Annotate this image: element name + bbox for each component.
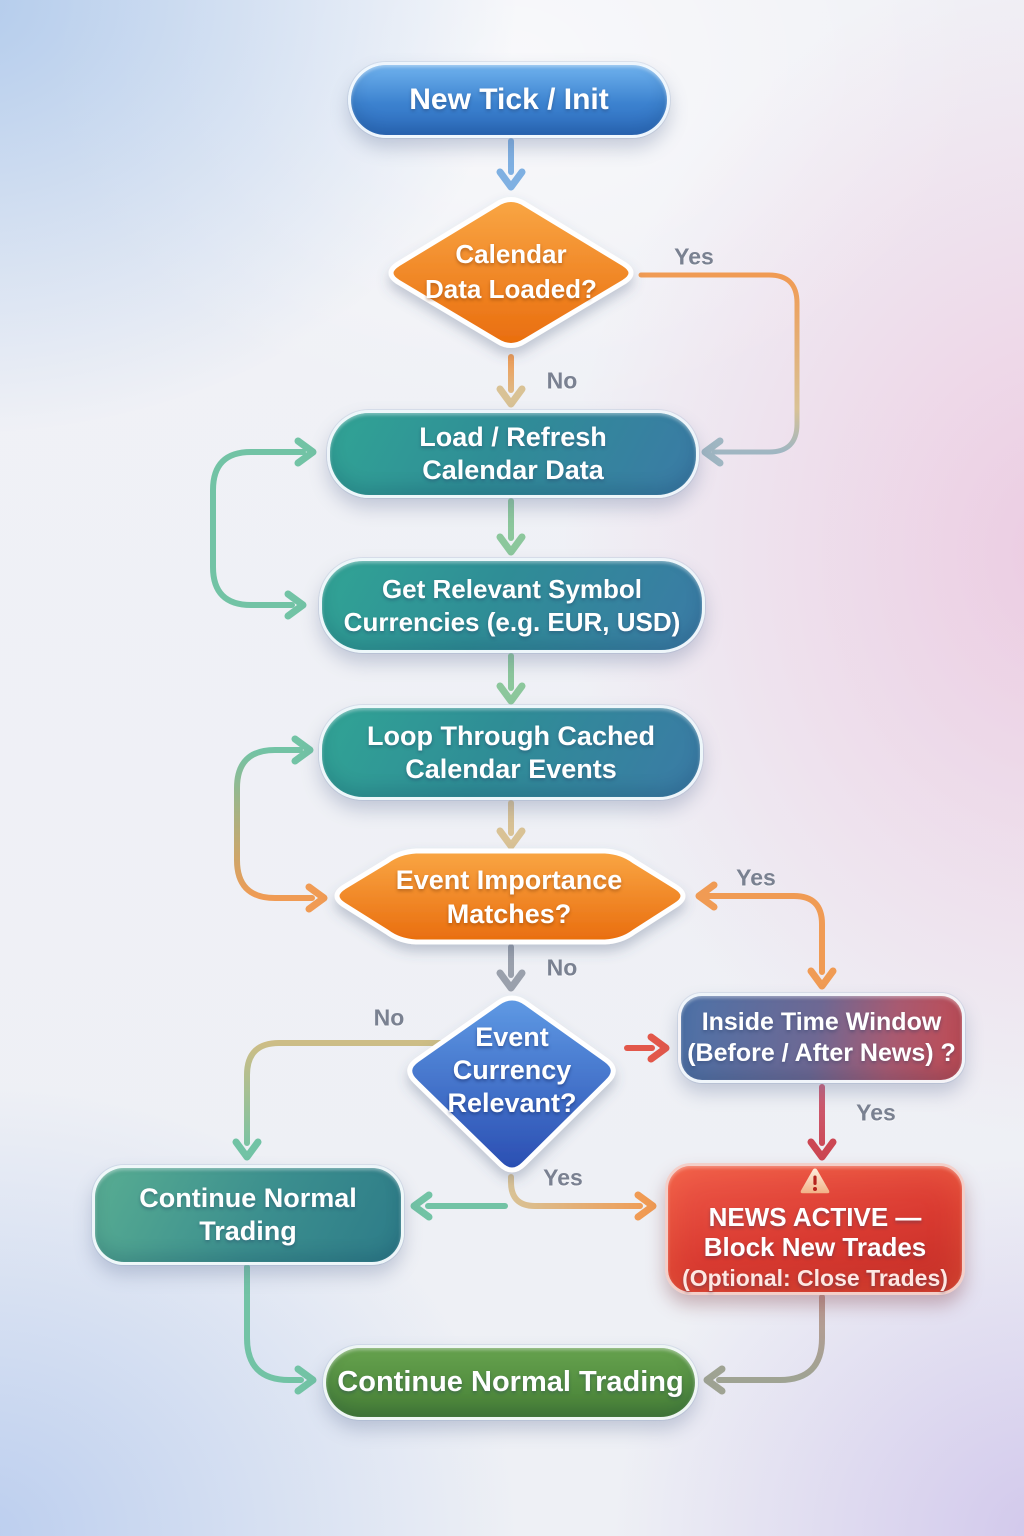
edge-label-relevant-no: No [373,1004,405,1031]
node-news-active-line3: (Optional: Close Trades) [682,1264,948,1291]
node-inside-window-line1: Inside Time Window [701,1008,942,1036]
node-get-currencies: Get Relevant Symbol Currencies (e.g. EUR… [319,558,705,653]
decision-calendar-loaded-shape [388,197,634,348]
edge-label-relevant-yes: Yes [543,1164,583,1191]
connector-relevant-no [232,1040,446,1161]
connector-importance-yes [695,881,837,990]
node-new-tick: New Tick / Init [348,62,670,138]
node-news-active-line2: Block New Trades [703,1231,927,1262]
connector-load-to-get [496,498,526,556]
connector-importance-no [496,944,526,992]
node-get-currencies-line2: Currencies (e.g. EUR, USD) [343,606,681,637]
node-continue-normal: Continue Normal Trading [92,1165,404,1265]
connector-news-to-final [703,1294,825,1395]
node-news-active-line1-row: NEWS ACTIVE — [708,1166,922,1232]
node-continue-normal-line1: Continue Normal [139,1183,357,1213]
decision-relevant-shape [407,995,616,1173]
node-continue-final: Continue Normal Trading [323,1345,698,1420]
connector-get-to-loop [496,653,526,705]
edge-label-importance-yes: Yes [736,864,776,891]
node-news-active: NEWS ACTIVE — Block New Trades (Optional… [665,1163,965,1295]
connector-events-loopback [234,735,328,913]
node-continue-final-label: Continue Normal Trading [337,1366,684,1398]
connector-newtick-to-calendar [496,138,526,191]
connector-relevant-to-window [624,1033,670,1063]
node-load-refresh-line2: Calendar Data [422,455,604,485]
connector-loop-to-importance [496,800,526,850]
connector-continue-to-final [244,1264,317,1395]
edge-label-calendar-no: No [546,367,578,394]
connector-window-yes [807,1084,837,1161]
node-continue-normal-line2: Trading [199,1216,297,1246]
node-get-currencies-line1: Get Relevant Symbol [381,573,643,604]
node-loop-events-line2: Calendar Events [405,753,617,784]
connector-relevant-yes [410,1174,657,1221]
node-load-refresh: Load / Refresh Calendar Data [327,410,699,498]
connector-calendar-yes [638,272,800,467]
node-inside-window: Inside Time Window (Before / After News)… [678,993,965,1083]
node-loop-events: Loop Through Cached Calendar Events [319,705,703,800]
node-news-active-line1: NEWS ACTIVE — [708,1201,922,1232]
warning-triangle-icon [800,1168,830,1193]
node-loop-events-line1: Loop Through Cached [367,720,655,751]
node-inside-window-line2: (Before / After News) ? [687,1039,956,1067]
node-new-tick-label: New Tick / Init [409,83,609,116]
connector-calendar-no [496,354,526,408]
node-load-refresh-line1: Load / Refresh [419,422,607,452]
decision-importance-shape [334,848,686,945]
edge-label-calendar-yes: Yes [674,243,714,270]
edge-label-window-yes: Yes [856,1099,896,1126]
connector-refresh-loopback [210,437,317,620]
edge-label-importance-no: No [546,954,578,981]
